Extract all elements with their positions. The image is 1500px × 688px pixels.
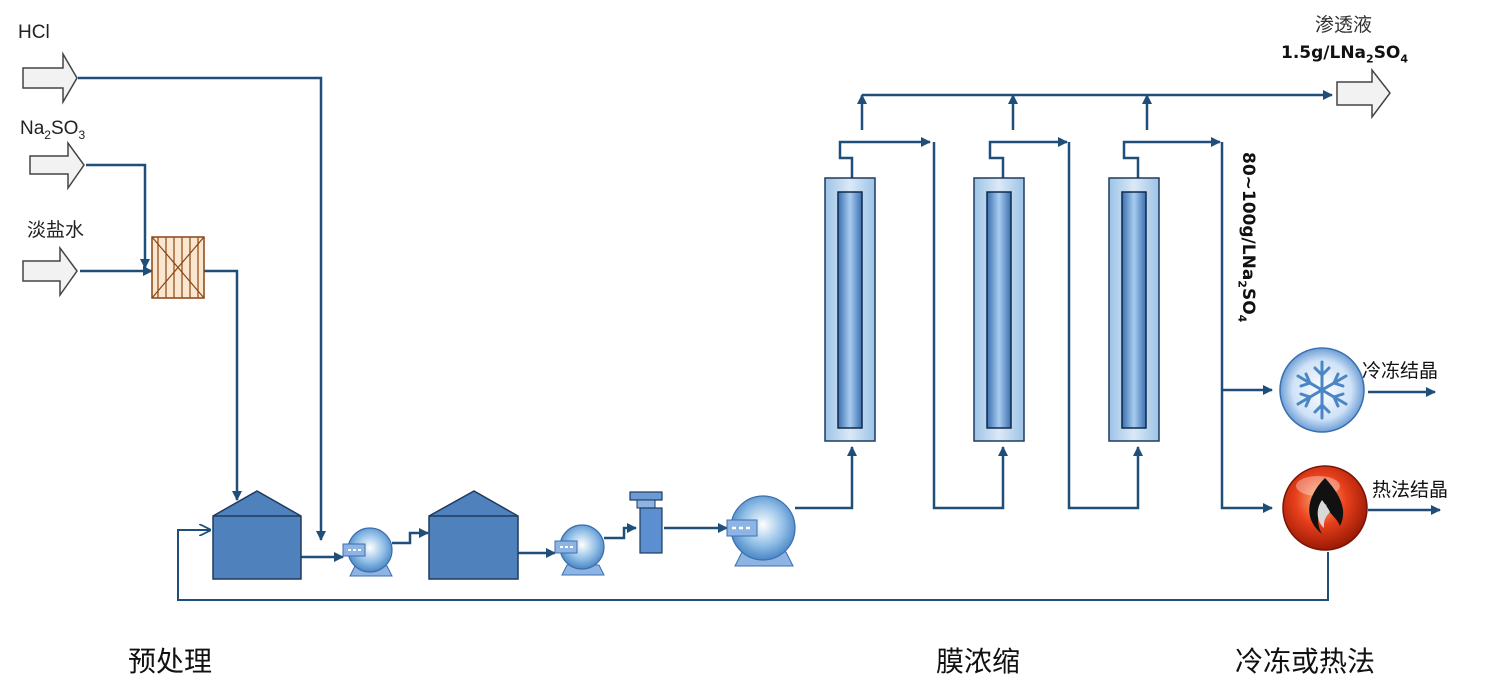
brine-label: 淡盐水 — [27, 220, 85, 241]
membrane-module-1 — [824, 177, 876, 442]
pipe-hcl — [78, 76, 326, 541]
pipe-na2so3 — [86, 163, 150, 269]
pump-2 — [554, 524, 605, 576]
pipe-m2-to-m3 — [1067, 142, 1143, 510]
thermal-crystallizer-flame-icon — [1282, 465, 1368, 551]
pipe-m1-to-m2 — [932, 142, 1008, 510]
feed-arrow-na2so3 — [29, 140, 85, 191]
feed-arrow-brine — [22, 245, 78, 298]
pump-1 — [342, 527, 393, 577]
pipe-concentrate-main — [1220, 142, 1273, 513]
permeate-outlet-arrow — [1336, 67, 1391, 120]
pipe-pump1-to-tank2 — [392, 528, 429, 545]
thermal-crystallization-label: 热法结晶 — [1372, 479, 1449, 501]
pump-3-high-pressure — [726, 495, 796, 567]
pipe-mixer-to-tank — [204, 269, 242, 501]
membrane-module-3 — [1108, 177, 1160, 442]
tank-1 — [212, 490, 302, 580]
section-crystallization: 冷冻或热法 — [1235, 645, 1376, 678]
pipe-recycle — [177, 530, 1329, 601]
section-membrane: 膜浓缩 — [936, 645, 1021, 678]
permeate-concentration: 1.5g/LNa2SO4 — [1281, 43, 1409, 66]
freeze-crystallizer-snowflake-icon — [1279, 347, 1365, 433]
membrane-module-2 — [973, 177, 1025, 442]
freeze-crystallization-label: 冷冻结晶 — [1362, 360, 1439, 382]
na2so3-label: Na2SO3 — [20, 118, 86, 142]
concentrate-concentration: 80~100g/LNa2SO4 — [1235, 152, 1258, 323]
pipe-pump2-to-filter — [604, 523, 637, 540]
pipe-m2-top — [988, 137, 1068, 178]
pipe-pump3-to-membrane — [795, 446, 857, 510]
cartridge-filter — [629, 491, 663, 554]
tank-2 — [428, 490, 519, 580]
section-pretreatment: 预处理 — [128, 645, 213, 678]
feed-arrow-hcl — [22, 51, 78, 105]
permeate-label: 渗透液 — [1315, 14, 1373, 36]
static-mixer — [151, 236, 205, 299]
hcl-label: HCl — [18, 22, 50, 43]
pipe-m3-top — [1122, 137, 1221, 178]
pipe-m1-top — [838, 137, 931, 178]
